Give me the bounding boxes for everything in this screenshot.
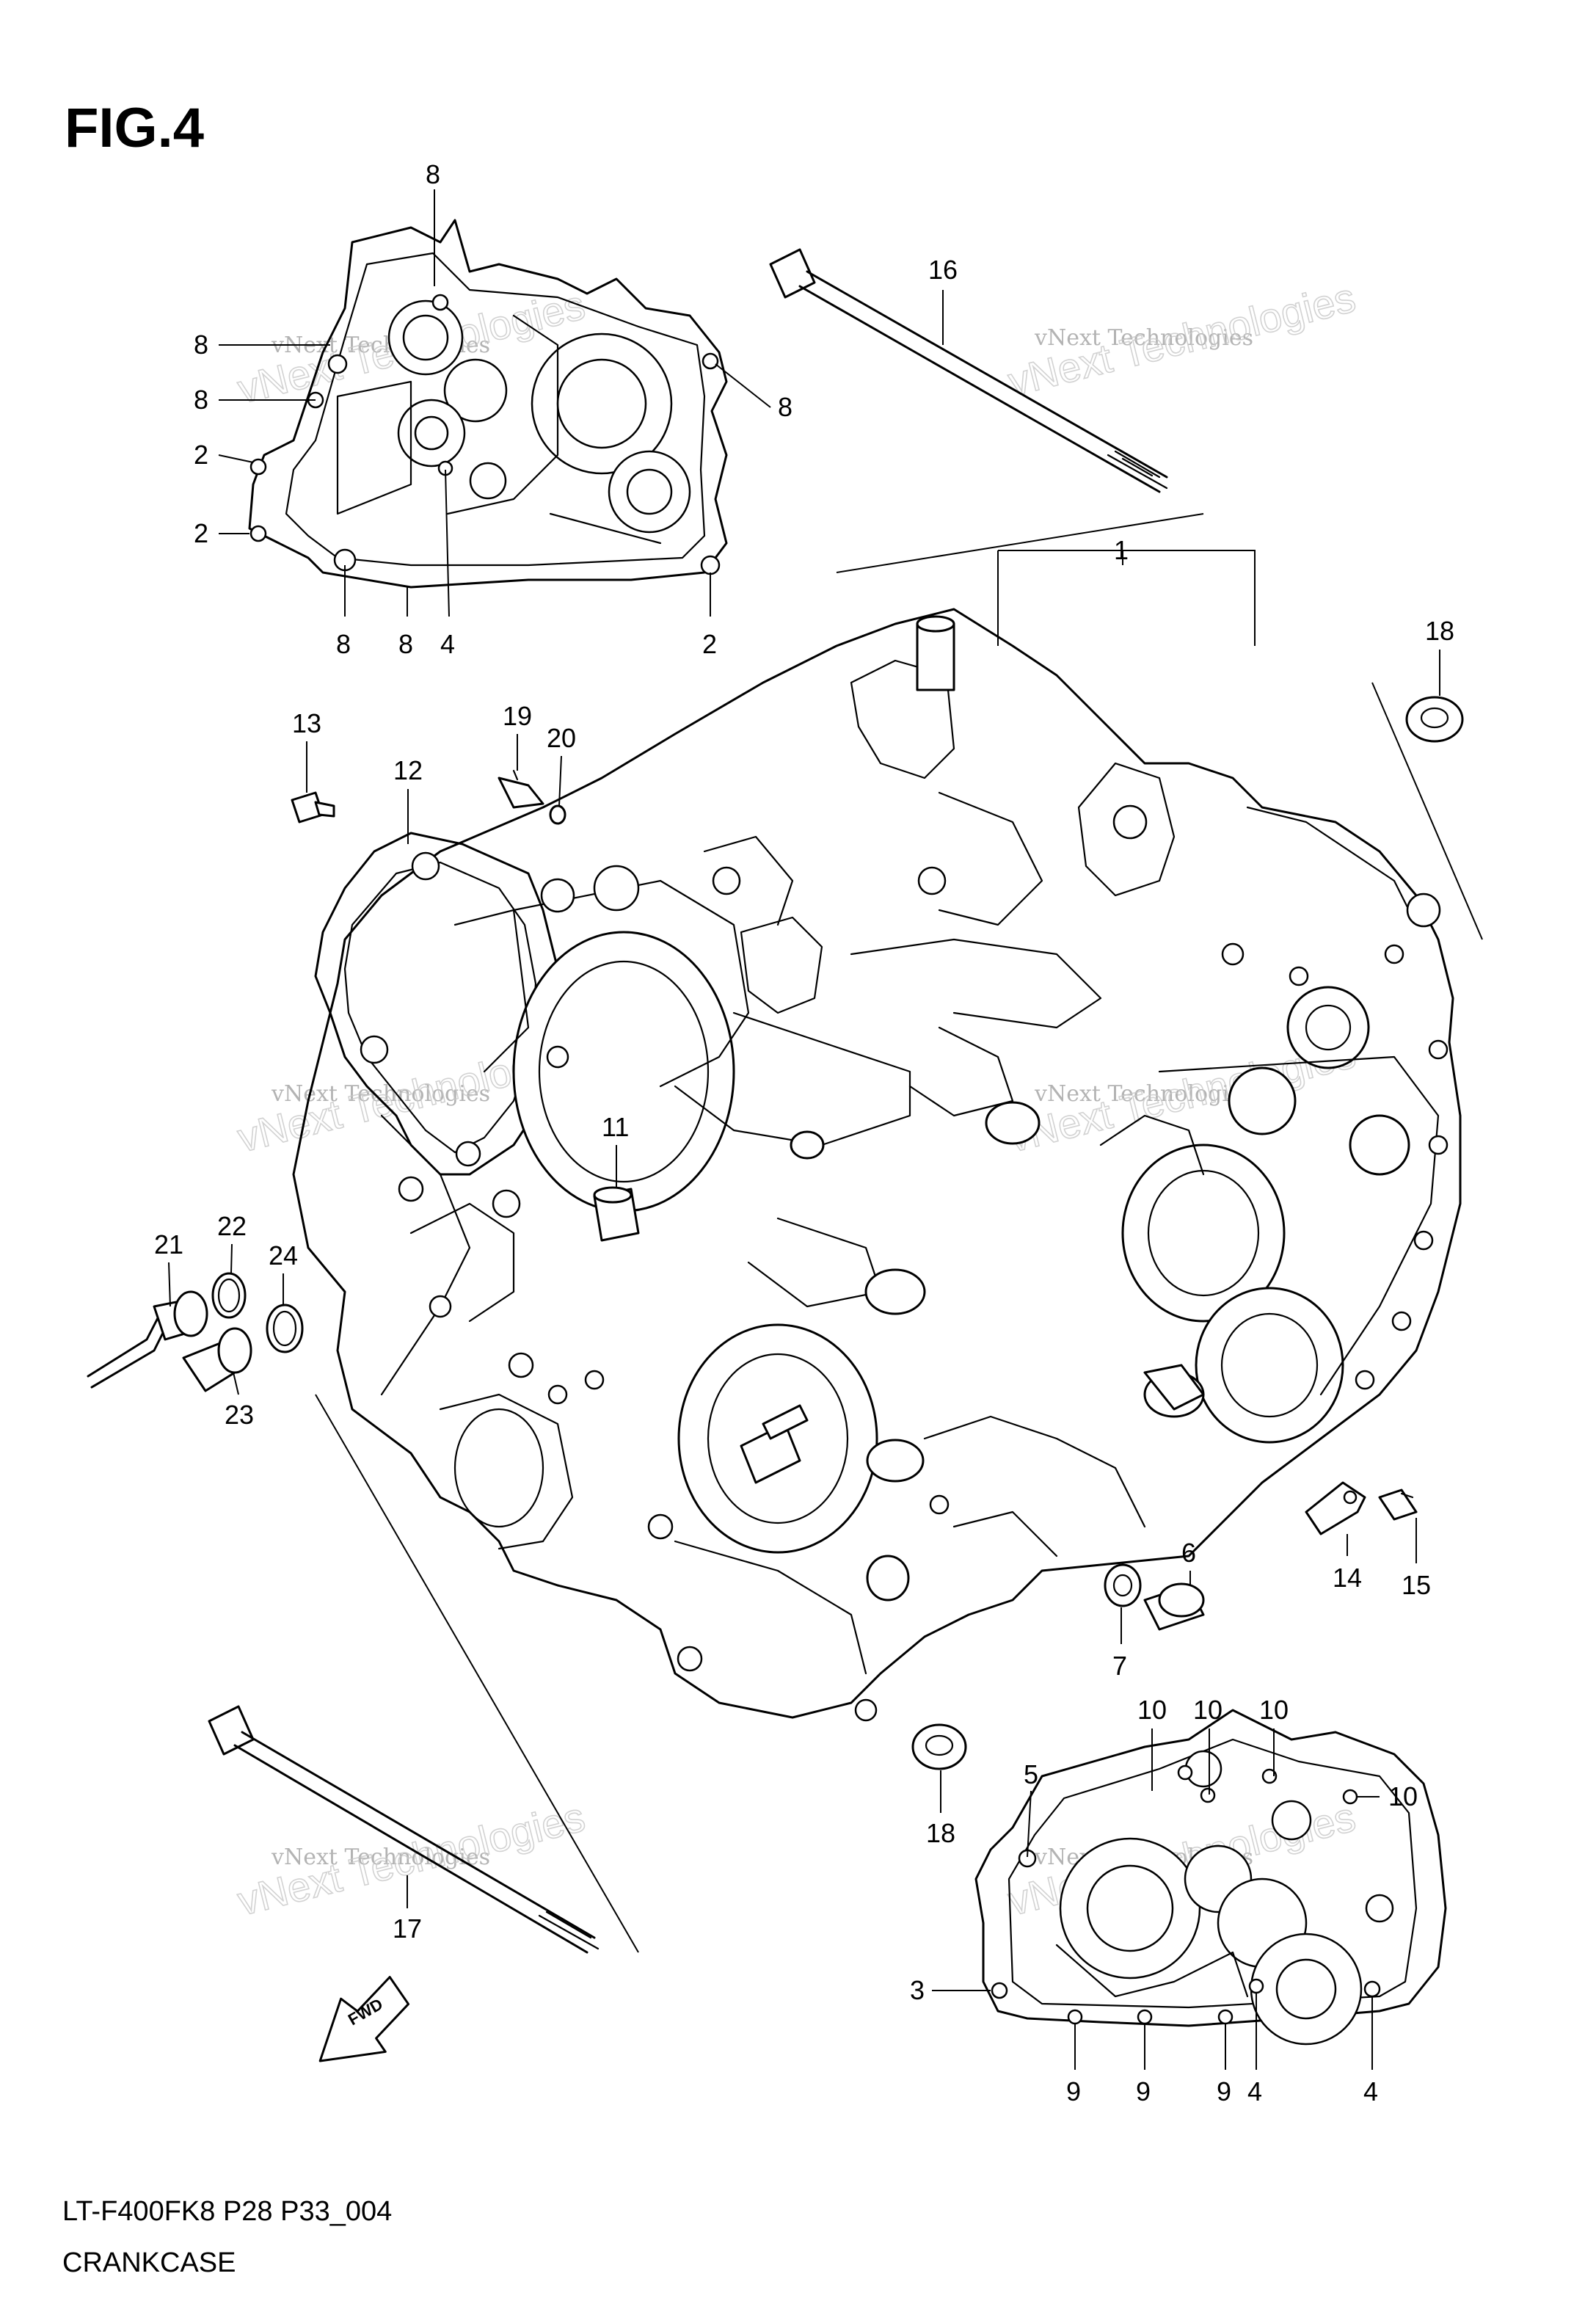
washer-7: [1104, 1563, 1142, 1607]
callout-16: 16: [928, 255, 958, 285]
callout-13: 13: [292, 708, 321, 738]
callout-2: 2: [702, 629, 717, 659]
svg-text:vNext Technologies: vNext Technologies: [1034, 1081, 1253, 1107]
nut-18-upper: [1405, 696, 1464, 743]
callout-4: 4: [1363, 2076, 1378, 2106]
leader-lines: [168, 189, 1483, 2070]
left-crankcase-cover: [248, 219, 728, 589]
screw-15: [1378, 1488, 1418, 1521]
callout-2: 2: [194, 440, 208, 470]
nut-18-lower: [911, 1723, 967, 1770]
callout-4: 4: [440, 629, 455, 659]
section-name: CRANKCASE: [62, 2247, 236, 2278]
callout-11: 11: [602, 1112, 629, 1142]
callout-8: 8: [778, 392, 792, 422]
watermark-layer: vNext Technologies vNext Technologies vN…: [233, 273, 1360, 1924]
callout-8: 8: [194, 385, 208, 415]
callout-9: 9: [1136, 2076, 1151, 2106]
callout-8: 8: [194, 330, 208, 360]
callout-21: 21: [154, 1229, 183, 1259]
callout-1: 1: [1114, 535, 1129, 565]
callout-10: 10: [1388, 1781, 1418, 1811]
stud-bolt-16: [769, 248, 1168, 493]
switch-21: [87, 1290, 208, 1389]
sensor-23: [182, 1327, 252, 1392]
callout-18: 18: [926, 1818, 955, 1848]
callout-15: 15: [1402, 1570, 1431, 1600]
crankcase-main: [292, 608, 1462, 1722]
callout-12: 12: [393, 755, 423, 785]
right-crankcase-cover: [974, 1709, 1447, 2046]
o-ring-20: [549, 804, 566, 825]
callout-8: 8: [336, 629, 351, 659]
callout-10: 10: [1259, 1695, 1289, 1725]
callout-22: 22: [217, 1211, 247, 1241]
bolt-13: [291, 791, 335, 824]
o-ring-22: [211, 1272, 247, 1319]
svg-text:vNext Technologies: vNext Technologies: [271, 1844, 490, 1870]
callout-14: 14: [1333, 1563, 1362, 1593]
callout-20: 20: [547, 723, 576, 753]
callout-3: 3: [910, 1975, 925, 2005]
callout-10: 10: [1193, 1695, 1222, 1725]
callout-5: 5: [1024, 1759, 1038, 1789]
callout-8: 8: [398, 629, 413, 659]
watermark: vNext Technologies vNext Technologies: [1003, 273, 1360, 405]
callout-9: 9: [1066, 2076, 1081, 2106]
callout-9: 9: [1217, 2076, 1231, 2106]
callout-7: 7: [1112, 1651, 1127, 1681]
stud-bolt-17: [208, 1705, 600, 1954]
figure-title: FIG.4: [65, 97, 204, 159]
fitting-19: [498, 769, 544, 809]
callout-2: 2: [194, 518, 208, 548]
o-ring-24: [266, 1304, 304, 1353]
callout-labels: 8 8 8 2 2 8 8 8 4 2 16 1 18 13 12 19 20 …: [154, 159, 1454, 2106]
plate-14: [1305, 1481, 1366, 1535]
callout-4: 4: [1247, 2076, 1262, 2106]
callout-6: 6: [1181, 1538, 1196, 1568]
callout-10: 10: [1137, 1695, 1167, 1725]
fwd-arrow: FWD: [318, 1976, 410, 2062]
callout-19: 19: [503, 701, 532, 731]
model-code: LT-F400FK8 P28 P33_004: [62, 2196, 392, 2227]
callout-23: 23: [225, 1400, 254, 1430]
callout-18: 18: [1425, 616, 1454, 646]
callout-8: 8: [426, 159, 440, 189]
callout-24: 24: [269, 1240, 298, 1270]
drain-plug-6: [1143, 1582, 1205, 1631]
callout-17: 17: [393, 1913, 422, 1944]
svg-text:vNext Technologies: vNext Technologies: [1034, 325, 1253, 351]
